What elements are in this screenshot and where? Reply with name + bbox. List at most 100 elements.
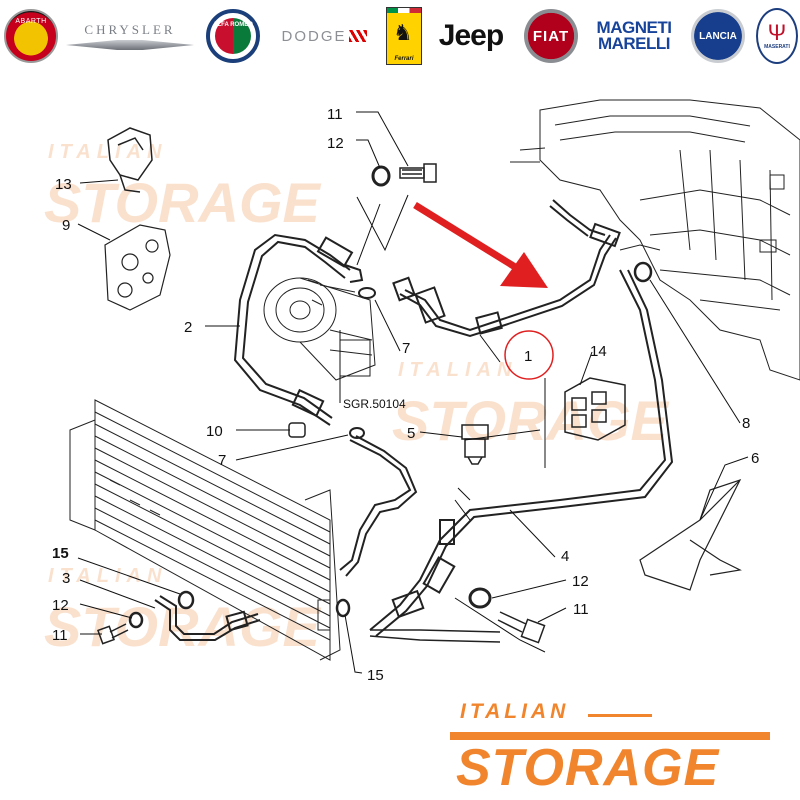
callout-8: 8 <box>742 415 750 432</box>
chrysler-logo-text: CHRYSLER <box>84 22 176 37</box>
watermark-top-line1: ITALIAN <box>48 141 167 163</box>
gasket-plate-part-9 <box>104 224 171 311</box>
dodge-logo: DODGE <box>270 6 378 66</box>
callout-7-middle: 7 <box>218 452 226 469</box>
condenser <box>69 399 341 661</box>
washer-12-left <box>128 611 144 629</box>
callout-5: 5 <box>407 425 415 442</box>
washer-12-right <box>468 587 492 609</box>
italian-storage-logo: ITALIAN STORAGE <box>450 700 790 797</box>
part-number-callouts: 12 11 13 9 2 7 1 14 SGR.50104 10 5 7 8 6… <box>52 106 759 684</box>
hose-part-2 <box>233 233 364 426</box>
fastener-bolt-11-left <box>97 623 129 645</box>
o-ring-15-bottom <box>335 598 351 618</box>
callout-4: 4 <box>561 548 569 565</box>
ferrari-logo: ♞ Ferrari <box>384 6 424 66</box>
o-ring-7-middle <box>349 427 365 439</box>
red-arrow-head <box>500 252 548 288</box>
callout-11-right: 11 <box>573 601 589 618</box>
ferrari-shield: ♞ Ferrari <box>386 7 422 65</box>
callout-7-top: 7 <box>402 340 410 357</box>
callout-6: 6 <box>751 450 759 467</box>
ferrari-flag-icon <box>387 8 421 13</box>
callout-12-top: 12 <box>327 135 344 152</box>
connector-part-14 <box>564 377 626 441</box>
logo-accent-line <box>588 714 652 717</box>
nut-part-10 <box>288 422 306 438</box>
hose-part-1 <box>392 199 621 338</box>
alfa-romeo-logo-text: ALFA ROMEO <box>213 22 253 28</box>
logo-accent-bar <box>450 732 770 740</box>
callout-12-left: 12 <box>52 597 69 614</box>
dodge-stripes-icon <box>348 30 367 42</box>
reference-label-compressor: SGR.50104 <box>343 397 406 411</box>
o-ring-7-top <box>358 287 376 299</box>
alfa-romeo-crest-icon <box>215 18 251 54</box>
callout-leader-lines <box>77 111 749 674</box>
highlight-circle-part-1 <box>504 330 554 380</box>
watermark-top: ITALIAN STORAGE <box>44 141 322 234</box>
fiat-logo: FIAT <box>520 6 582 66</box>
alfa-romeo-logo: ALFA ROMEO <box>202 6 264 66</box>
callout-12-right: 12 <box>572 573 589 590</box>
callout-2: 2 <box>184 319 192 336</box>
ac-compressor <box>263 277 376 381</box>
evaporator-housing <box>510 99 800 381</box>
jeep-logo: Jeep <box>428 6 514 66</box>
chrysler-logo: CHRYSLER <box>64 6 196 66</box>
clip-part-13 <box>107 127 153 193</box>
abarth-badge: ABARTH <box>4 9 58 63</box>
lancia-logo: LANCIA <box>686 6 750 66</box>
callout-11-top: 11 <box>327 106 343 123</box>
callout-1: 1 <box>524 348 532 365</box>
fastener-bolt-11-right <box>497 611 546 644</box>
callout-14: 14 <box>590 343 607 360</box>
callout-10: 10 <box>206 423 223 440</box>
watermark-middle-line1: ITALIAN <box>398 359 517 381</box>
jeep-logo-text: Jeep <box>438 19 504 52</box>
watermark-bottom-line1: ITALIAN <box>48 565 167 587</box>
o-ring-15-left <box>177 590 195 610</box>
hose-part-4 <box>339 269 674 637</box>
fiat-badge: FIAT <box>524 9 578 63</box>
callout-15-left: 15 <box>52 545 69 562</box>
brand-logo-bar: ABARTH CHRYSLER ALFA ROMEO DODGE ♞ Ferra… <box>0 0 800 72</box>
abarth-logo-text: ABARTH <box>15 18 47 25</box>
hose-part-3 <box>154 595 261 641</box>
dodge-logo-text: DODGE <box>281 27 347 45</box>
chrysler-wing-icon <box>66 40 194 50</box>
logo-text-line2: STORAGE <box>456 739 720 797</box>
lancia-logo-text: LANCIA <box>699 30 737 42</box>
trident-icon: Ψ <box>767 20 787 45</box>
fiat-logo-text: FIAT <box>532 27 570 45</box>
maserati-logo: Ψ MASERATI <box>754 6 800 66</box>
magneti-logo-text-line1: MAGNETI <box>596 17 672 37</box>
prancing-horse-icon: ♞ <box>393 20 413 45</box>
watermark-middle-line2: STORAGE <box>392 389 670 452</box>
hose-lower-return <box>369 629 501 643</box>
lancia-badge: LANCIA <box>691 9 745 63</box>
alfa-romeo-badge: ALFA ROMEO <box>206 9 260 63</box>
watermark-bottom: ITALIAN STORAGE <box>44 565 322 658</box>
magneti-logo-text-line2: MARELLI <box>597 34 671 53</box>
red-arrow-shaft <box>413 202 522 273</box>
abarth-logo: ABARTH <box>2 6 60 66</box>
logo-text-line1: ITALIAN <box>460 700 570 723</box>
magneti-marelli-logo: MAGNETI MARELLI <box>588 6 680 66</box>
watermark-bottom-line2: STORAGE <box>44 595 322 658</box>
maserati-logo-text: MASERATI <box>764 44 790 50</box>
callout-9: 9 <box>62 217 70 234</box>
maserati-badge: Ψ MASERATI <box>756 8 798 64</box>
watermark-middle: ITALIAN STORAGE <box>392 359 670 452</box>
callout-3: 3 <box>62 570 70 587</box>
callout-15-bottom: 15 <box>367 667 384 684</box>
callout-11-left: 11 <box>52 627 68 644</box>
fastener-bolt-11-top <box>399 163 437 183</box>
ferrari-logo-text: Ferrari <box>394 56 414 62</box>
o-ring-8 <box>633 261 653 283</box>
bracket-part-6 <box>639 478 742 591</box>
washer-12-top <box>371 165 391 187</box>
callout-13: 13 <box>55 176 72 193</box>
